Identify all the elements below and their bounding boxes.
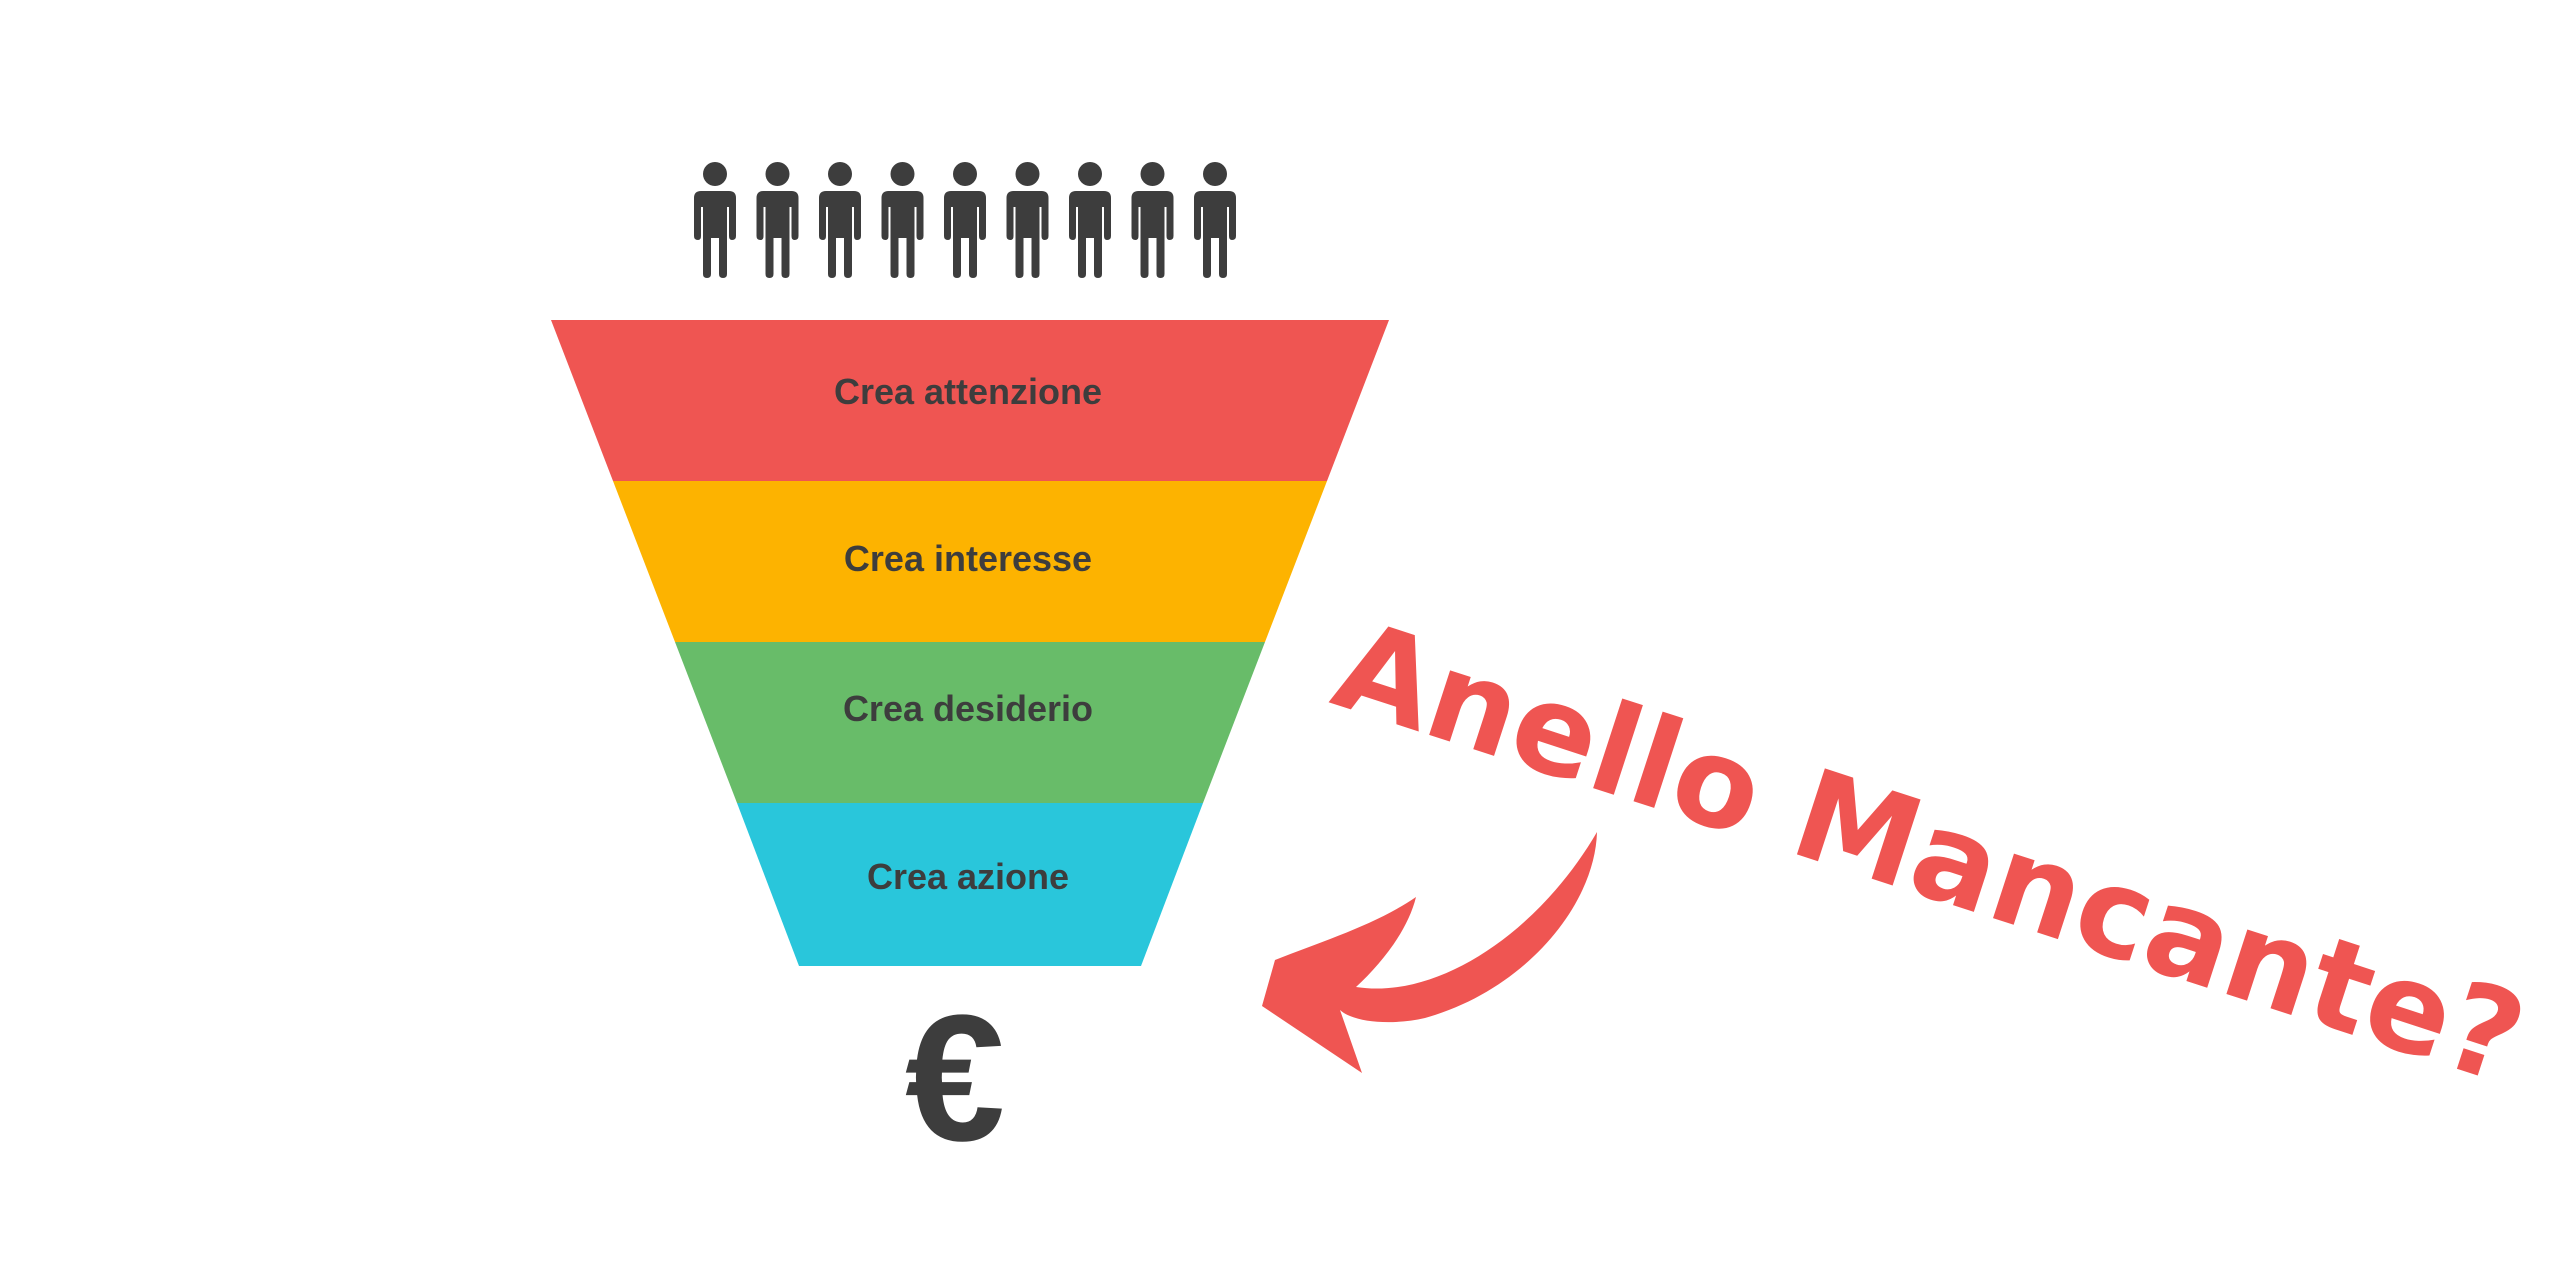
missing-link-callout: Anello Mancante? bbox=[1319, 594, 2541, 1113]
person-icon bbox=[944, 162, 986, 278]
person-icon bbox=[1131, 162, 1174, 278]
euro-icon: € bbox=[905, 978, 1005, 1179]
person-icon bbox=[756, 162, 799, 278]
funnel-stage-attention bbox=[551, 320, 1389, 481]
person-icon bbox=[1069, 162, 1111, 278]
funnel-stage-interest bbox=[613, 481, 1327, 642]
funnel-stage-action bbox=[737, 803, 1203, 966]
person-icon bbox=[881, 162, 924, 278]
funnel: Crea attenzione Crea interesse Crea desi… bbox=[551, 320, 1389, 966]
funnel-stage-desire bbox=[675, 642, 1265, 803]
funnel-stage-label: Crea azione bbox=[867, 856, 1069, 897]
person-icon bbox=[819, 162, 861, 278]
curved-arrow-icon bbox=[1262, 832, 1597, 1073]
funnel-stage-label: Crea attenzione bbox=[834, 371, 1102, 412]
person-icon bbox=[694, 162, 736, 278]
funnel-stage-label: Crea interesse bbox=[844, 538, 1092, 579]
funnel-stage-label: Crea desiderio bbox=[843, 688, 1093, 729]
person-icon bbox=[1006, 162, 1049, 278]
person-icon bbox=[1194, 162, 1236, 278]
people-row bbox=[694, 162, 1236, 278]
